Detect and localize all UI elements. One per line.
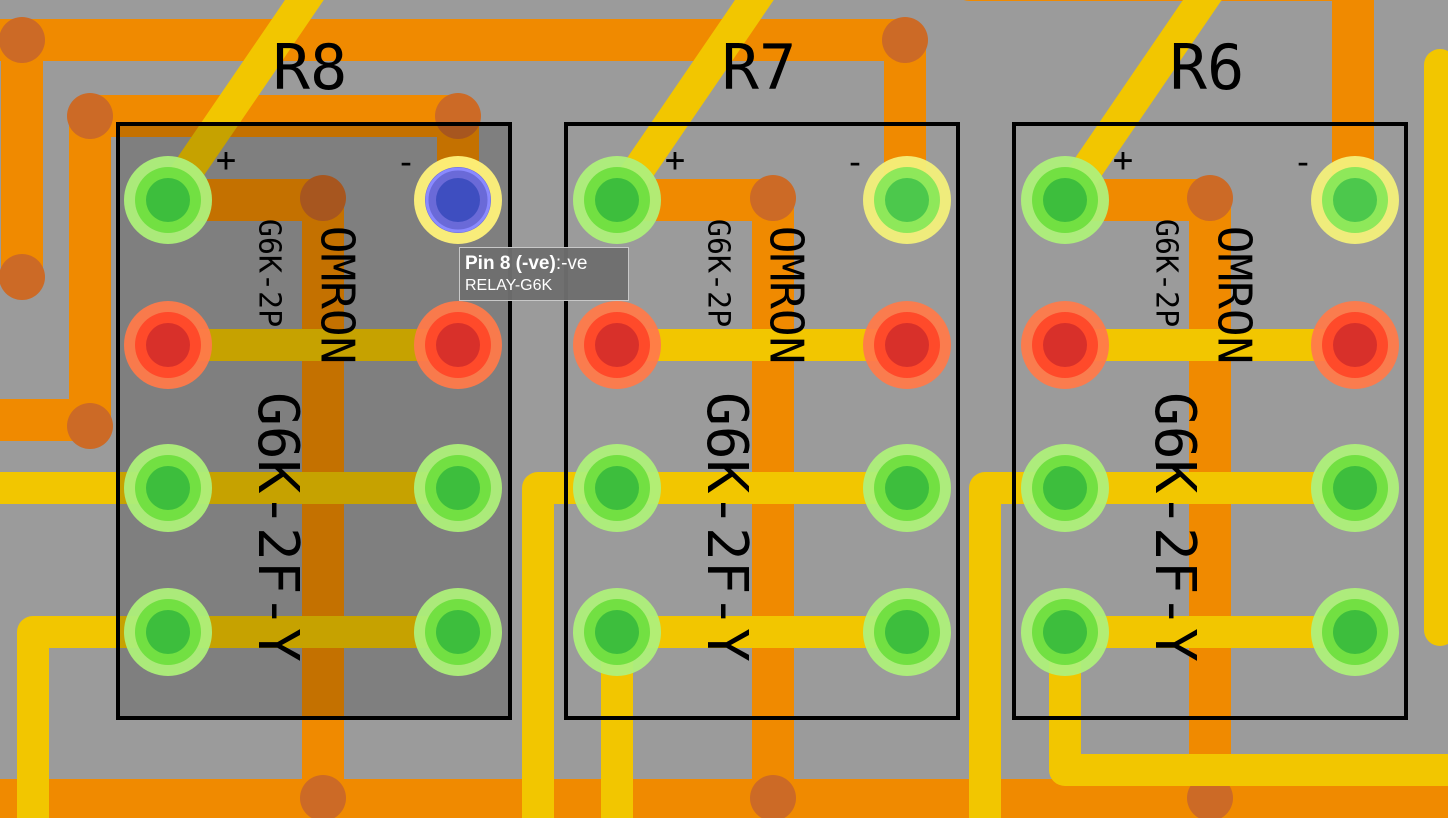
yellow-trace[interactable] — [1060, 0, 1222, 201]
part-label: G6K-2F-Y — [694, 392, 759, 662]
pad-drill — [436, 610, 480, 654]
pad-drill — [436, 323, 480, 367]
pad-drill — [436, 178, 480, 222]
pad-r6-r3[interactable] — [1311, 444, 1399, 532]
pad-drill — [1333, 178, 1377, 222]
minus-marker: - — [845, 143, 865, 183]
via[interactable] — [882, 17, 928, 63]
pad-drill — [595, 323, 639, 367]
part-label: G6K-2F-Y — [245, 392, 310, 662]
yellow-trace[interactable] — [522, 472, 912, 818]
pad-drill — [885, 323, 929, 367]
component-outline-r8[interactable] — [116, 122, 512, 720]
pad-r6-l4[interactable] — [1021, 588, 1109, 676]
pad-r8-r4[interactable] — [414, 588, 502, 676]
pad-r6-r2[interactable] — [1311, 301, 1399, 389]
pin-tooltip: Pin 8 (-ve):-ve RELAY-G6K — [459, 247, 629, 301]
pad-drill — [146, 466, 190, 510]
pad-drill — [595, 466, 639, 510]
pad-r8-r3[interactable] — [414, 444, 502, 532]
via[interactable] — [300, 175, 346, 221]
designator-label: R8 — [273, 31, 348, 104]
pad-drill — [885, 178, 929, 222]
pad-drill — [1043, 466, 1087, 510]
pad-drill — [1333, 323, 1377, 367]
silkscreen-text-layer: R8 + - OMRON G6K-2P G6K-2F-Y R7 + - OMRON G6K-2P G6… — [216, 31, 1313, 662]
yellow-trace[interactable] — [612, 0, 774, 201]
component-outline-r6[interactable] — [1012, 122, 1408, 720]
via[interactable] — [1187, 175, 1233, 221]
pad-r7-l2[interactable] — [573, 301, 661, 389]
yellow-trace[interactable] — [969, 472, 1360, 818]
tooltip-net: :-ve — [555, 253, 588, 274]
plus-marker: + — [216, 141, 236, 181]
designator-label: R7 — [722, 31, 797, 104]
via[interactable] — [0, 17, 45, 63]
plus-marker: + — [1113, 141, 1133, 181]
pad-drill — [146, 178, 190, 222]
manufacturer-label: OMRON — [311, 226, 365, 364]
manufacturer-label: OMRON — [760, 226, 814, 364]
pad-r6-r1[interactable] — [1311, 156, 1399, 244]
pad-r8-l3[interactable] — [124, 444, 212, 532]
pad-drill — [146, 610, 190, 654]
via[interactable] — [0, 254, 45, 300]
pad-r8-l2[interactable] — [124, 301, 212, 389]
value-label: G6K-2P — [701, 219, 736, 327]
manufacturer-label: OMRON — [1208, 226, 1262, 364]
pad-r6-l1[interactable] — [1021, 156, 1109, 244]
pad-r8-l1[interactable] — [124, 156, 212, 244]
pad-drill — [1333, 610, 1377, 654]
pad-r7-r3[interactable] — [863, 444, 951, 532]
tooltip-footprint: RELAY-G6K — [465, 277, 553, 294]
pad-r7-l1[interactable] — [573, 156, 661, 244]
pad-drill — [1043, 323, 1087, 367]
minus-marker: - — [396, 143, 416, 183]
minus-marker: - — [1293, 143, 1313, 183]
via[interactable] — [67, 93, 113, 139]
silkscreen-outlines — [116, 122, 1408, 720]
pad-drill — [885, 466, 929, 510]
yellow-trace[interactable] — [1049, 616, 1448, 786]
component-outline-r7[interactable] — [564, 122, 960, 720]
designator-label: R6 — [1170, 31, 1245, 104]
tooltip-pin: Pin 8 (-ve) — [465, 253, 556, 274]
pad-r8-l4[interactable] — [124, 588, 212, 676]
value-label: G6K-2P — [1149, 219, 1184, 327]
part-label: G6K-2F-Y — [1142, 392, 1207, 662]
plus-marker: + — [665, 141, 685, 181]
pad-drill — [595, 178, 639, 222]
pad-r7-r4[interactable] — [863, 588, 951, 676]
selected-pad-ring — [425, 167, 491, 233]
pad-drill — [436, 466, 480, 510]
via[interactable] — [750, 775, 796, 818]
pad-drill — [146, 323, 190, 367]
yellow-trace[interactable] — [162, 0, 324, 201]
yellow-trace[interactable] — [17, 616, 464, 818]
pad-r8-r1[interactable] — [414, 156, 502, 244]
via[interactable] — [300, 775, 346, 818]
pad-r7-r1[interactable] — [863, 156, 951, 244]
pad-drill — [885, 610, 929, 654]
pad-drill — [1043, 178, 1087, 222]
pad-r6-l2[interactable] — [1021, 301, 1109, 389]
via[interactable] — [67, 403, 113, 449]
via[interactable] — [750, 175, 796, 221]
pad-r8-r2[interactable] — [414, 301, 502, 389]
pad-r7-l3[interactable] — [573, 444, 661, 532]
pads-layer[interactable] — [124, 156, 1399, 676]
pad-r7-l4[interactable] — [573, 588, 661, 676]
value-label: G6K-2P — [252, 219, 287, 327]
pad-r6-r4[interactable] — [1311, 588, 1399, 676]
via[interactable] — [435, 93, 481, 139]
pad-drill — [595, 610, 639, 654]
pad-drill — [1043, 610, 1087, 654]
pad-r7-r2[interactable] — [863, 301, 951, 389]
pad-drill — [1333, 466, 1377, 510]
pad-r6-l3[interactable] — [1021, 444, 1109, 532]
